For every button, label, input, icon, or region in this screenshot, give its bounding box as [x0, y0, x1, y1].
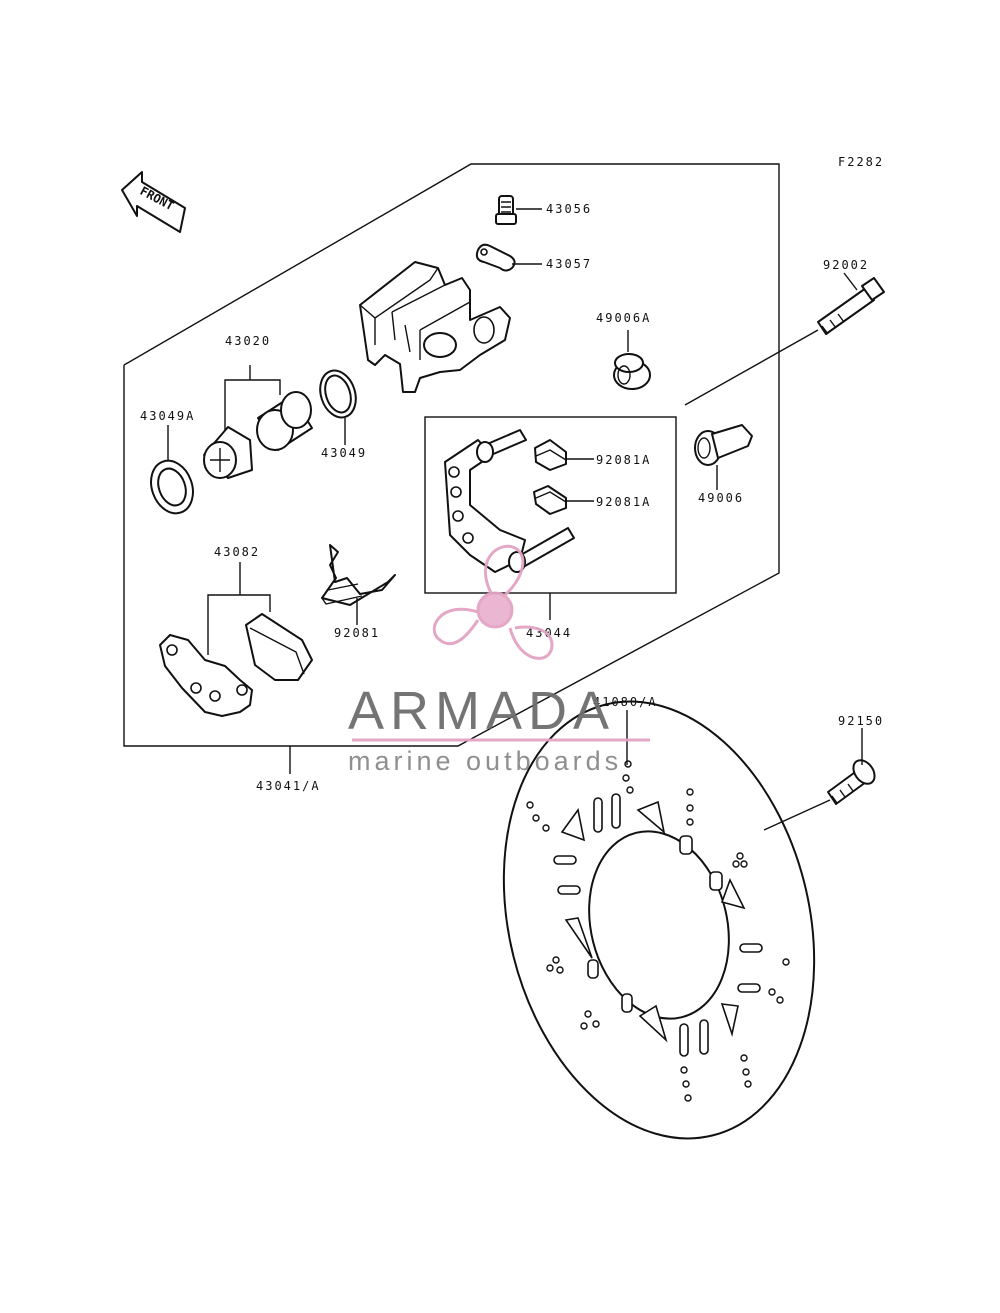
bleed-valve-icon [495, 195, 517, 225]
brake-pad-icon [245, 613, 313, 681]
label-41080A: 41080/A [593, 695, 658, 709]
label-92081A-2: 92081A [596, 495, 651, 509]
label-43049: 43049 [321, 446, 367, 460]
disc-bolt-icon [827, 759, 876, 805]
label-43020: 43020 [225, 334, 271, 348]
brake-disc-icon [502, 700, 816, 1140]
watermark-tagline: marine outboards [348, 746, 622, 776]
label-49006: 49006 [698, 491, 744, 505]
pad-spring-lower-icon [533, 485, 567, 515]
slide-pin-icon [694, 424, 753, 466]
piston-seal-icon [319, 369, 357, 419]
label-43056: 43056 [546, 202, 592, 216]
label-92081A-1: 92081A [596, 453, 651, 467]
label-92081: 92081 [334, 626, 380, 640]
piston-icon [256, 391, 313, 451]
front-arrow-icon: FRONT [121, 171, 186, 233]
label-92002: 92002 [823, 258, 869, 272]
pad-spring-upper-icon [534, 439, 567, 471]
label-49006A: 49006A [596, 311, 651, 325]
label-43041A: 43041/A [256, 779, 321, 793]
label-43049A: 43049A [140, 409, 195, 423]
caliper-bracket-icon [444, 429, 575, 573]
bleed-cap-icon [475, 243, 516, 272]
pad-shim-icon [159, 634, 253, 717]
diagram-code: F2282 [838, 155, 884, 169]
piston-insulator-icon [203, 426, 253, 479]
pin-boot-small-icon [613, 353, 651, 390]
label-43057: 43057 [546, 257, 592, 271]
assembly-frame [123, 163, 780, 747]
watermark-brand: ARMADA [348, 681, 615, 741]
label-92150: 92150 [838, 714, 884, 728]
caliper-body-icon [359, 261, 511, 393]
propeller-logo-icon [432, 544, 554, 660]
armada-watermark: ARMADA marine outboards [348, 544, 650, 776]
label-43082: 43082 [214, 545, 260, 559]
mounting-bolt-icon [817, 277, 885, 335]
dust-seal-icon [150, 459, 194, 515]
pad-spring-clip-icon [321, 544, 396, 606]
